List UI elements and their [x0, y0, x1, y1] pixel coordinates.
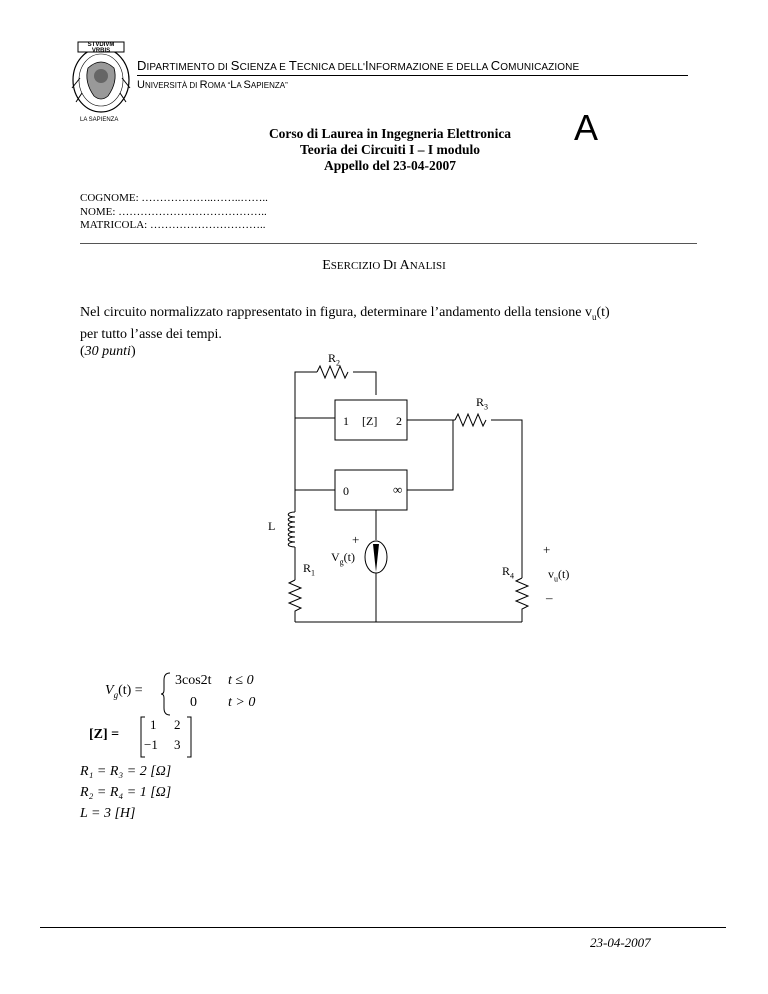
section-rule: [80, 243, 697, 244]
nome-field: NOME: …………………………………..: [80, 205, 267, 218]
student-fields: COGNOME: ………………..……..…….. NOME: ………………………: [80, 192, 268, 233]
case1-expression: 3cos2t: [175, 673, 212, 688]
vu-minus-sign: –: [546, 590, 553, 605]
university-seal-logo: [71, 41, 131, 113]
inductance-l: L = 3 [H]: [80, 806, 136, 821]
vu-output-label: vu(t): [548, 567, 570, 584]
nullator-label: 0: [343, 484, 349, 498]
z-port1-label: 1: [343, 414, 349, 428]
norator-label: ∞: [393, 482, 403, 497]
section-title: ESERCIZIO DI ANALISI: [322, 258, 446, 273]
footer-date: 23-04-2007: [590, 935, 651, 950]
z11: 1: [150, 717, 157, 732]
z-port2-label: 2: [396, 414, 402, 428]
z21: −1: [144, 737, 158, 752]
z-matrix-brackets: [140, 716, 192, 758]
r3-label: R3: [476, 395, 489, 412]
piecewise-brace: [160, 672, 171, 716]
resistance-r1-r3: R₁ = R₃ = 2 [Ω]: [80, 764, 172, 779]
footer-rule: [40, 927, 726, 928]
resistance-r2-r4: R₂ = R₄ = 1 [Ω]: [80, 785, 172, 800]
vg-source-label: Vg(t): [331, 550, 355, 567]
vg-definition-lhs: Vg(t) =: [105, 683, 143, 700]
r2-label: R2: [328, 351, 341, 368]
vu-plus-sign: +: [543, 542, 551, 557]
points-value: 30 punti: [84, 343, 131, 359]
course-title: Corso di Laurea in Ingegneria Elettronic…: [268, 126, 512, 141]
department-name: DIPARTIMENTO DI SCIENZA E TECNICA DELL'I…: [137, 58, 580, 73]
logo-caption: LA SAPIENZA: [80, 117, 119, 123]
z22: 3: [174, 737, 181, 752]
problem-statement: Nel circuito normalizzato rappresentato …: [80, 305, 610, 359]
logo-banner-text: STVDIVM VRBIS: [87, 42, 115, 54]
course-module: Teoria dei Circuiti I – I modulo: [299, 142, 480, 157]
inductor-label: L: [268, 519, 276, 533]
vg-plus-sign: +: [352, 532, 360, 547]
exam-version-letter: A: [574, 107, 599, 148]
z12: 2: [174, 717, 181, 732]
z-matrix-lhs: [Z] =: [89, 727, 120, 742]
z-block-label: [Z]: [362, 414, 378, 428]
university-name: UNIVERSITÀ DI ROMA “LA SAPIENZA”: [137, 79, 288, 91]
cognome-field: COGNOME: ………………..……..……..: [80, 192, 268, 204]
case2-condition: t > 0: [228, 695, 256, 710]
case1-condition: t ≤ 0: [228, 673, 254, 688]
r1-label: R1: [303, 561, 316, 578]
matricola-field: MATRICOLA: …………………………..: [80, 219, 266, 231]
r4-label: R4: [502, 564, 515, 581]
case2-expression: 0: [190, 695, 197, 710]
exam-date-title: Appello del 23-04-2007: [323, 158, 456, 173]
header-rule: [137, 75, 688, 76]
